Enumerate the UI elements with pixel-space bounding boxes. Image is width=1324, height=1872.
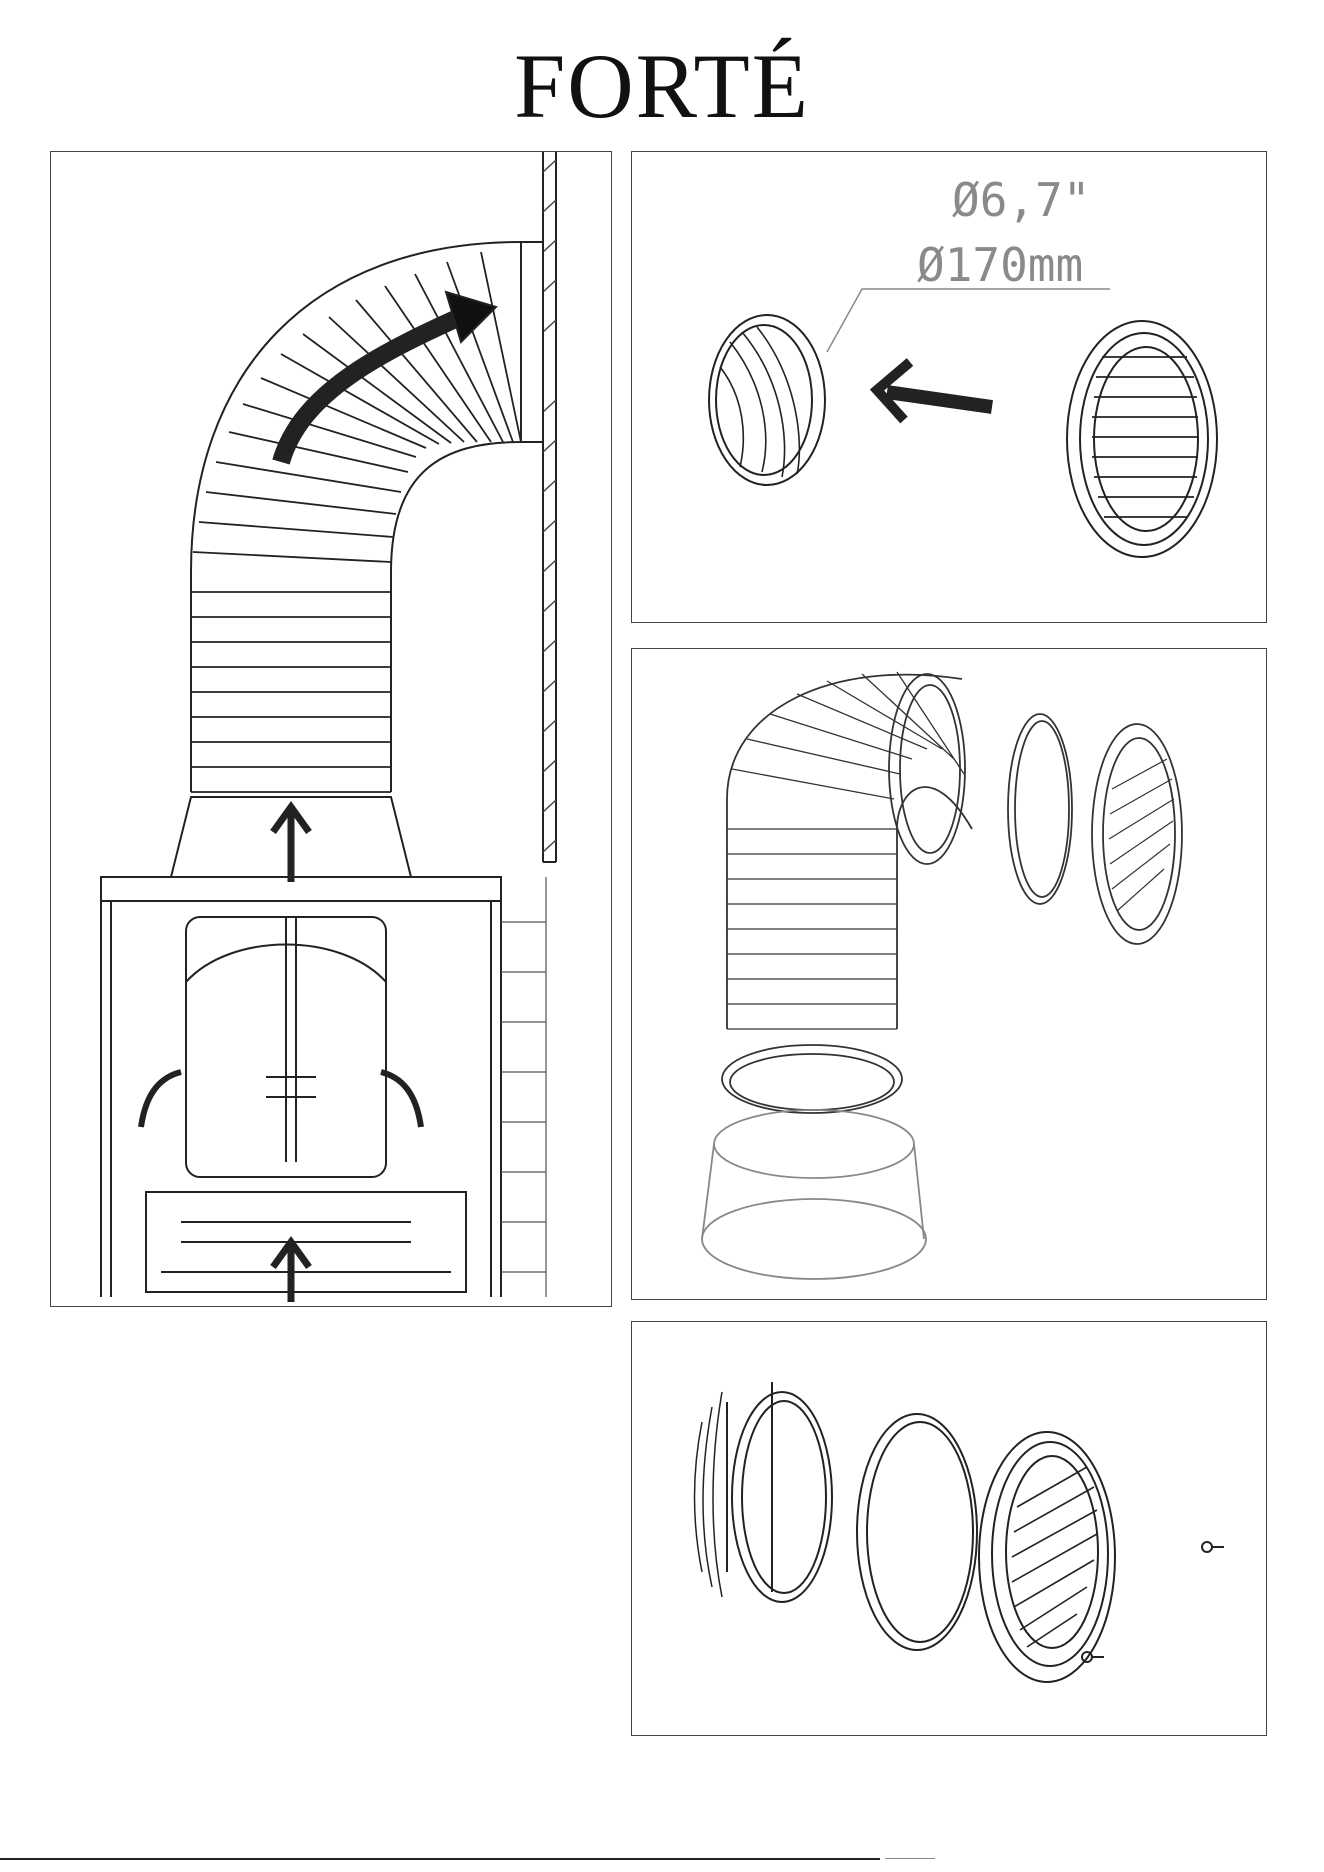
diameter-mm-label: Ø170mm: [917, 242, 1083, 288]
footer-rule-tick: [885, 1858, 935, 1859]
figure-flexible-duct-assembly: [631, 648, 1267, 1300]
fireplace-duct-drawing: [51, 152, 611, 1306]
flexible-duct-drawing: [632, 649, 1266, 1299]
vent-cover-drawing: [632, 152, 1266, 622]
figure-grille-close-up: [631, 1321, 1267, 1736]
footer-rule: [0, 1858, 880, 1860]
grille-assembly-drawing: [632, 1322, 1266, 1735]
brand-logo: FORTÉ: [0, 40, 1324, 132]
figure-fireplace-duct-installation: [50, 151, 612, 1307]
figure-vent-cover-diameter: Ø6,7" Ø170mm: [631, 151, 1267, 623]
diameter-inch-label: Ø6,7": [952, 177, 1090, 223]
